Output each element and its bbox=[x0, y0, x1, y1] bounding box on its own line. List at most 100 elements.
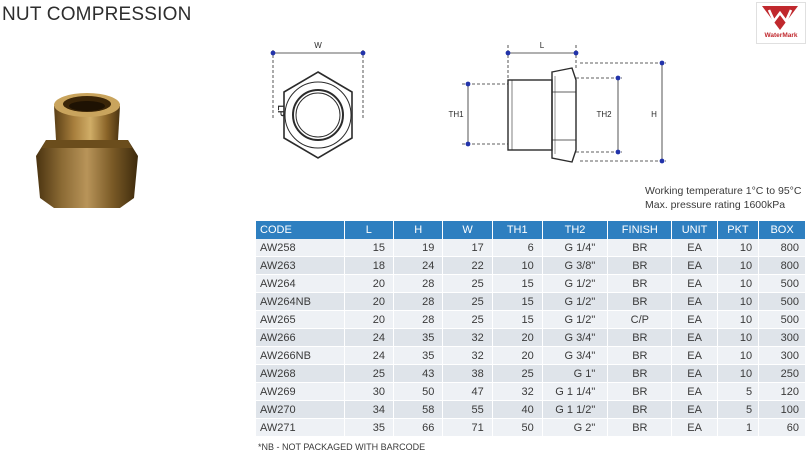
cell-h: 19 bbox=[394, 239, 444, 257]
cell-l: 20 bbox=[344, 293, 395, 311]
watermark-logo-text: WaterMark bbox=[764, 32, 798, 39]
cell-finish: BR bbox=[608, 419, 673, 437]
cell-h: 35 bbox=[394, 347, 444, 365]
page-title: NUT COMPRESSION bbox=[2, 4, 192, 25]
cell-finish: BR bbox=[608, 347, 673, 365]
cell-w: 47 bbox=[443, 383, 493, 401]
cell-finish: BR bbox=[608, 401, 673, 419]
cell-finish: BR bbox=[608, 257, 673, 275]
cell-l: 24 bbox=[344, 329, 395, 347]
cell-th1: 15 bbox=[492, 293, 543, 311]
cell-pkt: 10 bbox=[717, 257, 760, 275]
cell-th2: G 3/8" bbox=[542, 257, 609, 275]
cell-finish: BR bbox=[608, 239, 673, 257]
cell-finish: BR bbox=[608, 329, 673, 347]
cell-th1: 20 bbox=[492, 347, 543, 365]
cell-th2: G 3/4" bbox=[542, 329, 609, 347]
header-th2: TH2 bbox=[542, 221, 609, 239]
cell-code: AW271 bbox=[256, 419, 345, 437]
cell-box: 500 bbox=[759, 293, 806, 311]
header-th1: TH1 bbox=[492, 221, 543, 239]
cell-th2: G 1/2" bbox=[542, 311, 609, 329]
cell-unit: EA bbox=[672, 365, 718, 383]
cell-h: 66 bbox=[394, 419, 444, 437]
cell-th1: 10 bbox=[492, 257, 543, 275]
cell-l: 20 bbox=[344, 275, 395, 293]
cell-code: AW266NB bbox=[256, 347, 345, 365]
cell-pkt: 10 bbox=[717, 329, 760, 347]
cell-code: AW263 bbox=[256, 257, 345, 275]
cell-unit: EA bbox=[672, 401, 718, 419]
header-pkt: PKT bbox=[717, 221, 760, 239]
cell-th1: 20 bbox=[492, 329, 543, 347]
dimension-th2-label: TH2 bbox=[596, 110, 612, 119]
cell-h: 43 bbox=[394, 365, 444, 383]
working-temperature: Working temperature 1°C to 95°C bbox=[645, 185, 802, 197]
cell-w: 25 bbox=[443, 311, 493, 329]
cell-finish: BR bbox=[608, 383, 673, 401]
cell-th2: G 3/4" bbox=[542, 347, 609, 365]
dimension-h-label: H bbox=[651, 110, 657, 119]
cell-code: AW264 bbox=[256, 275, 345, 293]
cell-th1: 32 bbox=[492, 383, 543, 401]
cell-pkt: 10 bbox=[717, 275, 760, 293]
cell-w: 71 bbox=[443, 419, 493, 437]
cell-finish: BR bbox=[608, 293, 673, 311]
cell-code: AW264NB bbox=[256, 293, 345, 311]
cell-th2: G 1/2" bbox=[542, 275, 609, 293]
cell-box: 250 bbox=[759, 365, 806, 383]
cell-pkt: 5 bbox=[717, 401, 760, 419]
cell-box: 500 bbox=[759, 311, 806, 329]
table-header-row: CODE L H W TH1 TH2 FINISH UNIT PKT BOX bbox=[256, 221, 806, 239]
cell-box: 800 bbox=[759, 257, 806, 275]
max-pressure: Max. pressure rating 1600kPa bbox=[645, 199, 786, 211]
cell-code: AW270 bbox=[256, 401, 345, 419]
cell-th2: G 1/2" bbox=[542, 293, 609, 311]
cell-l: 24 bbox=[344, 347, 395, 365]
header-unit: UNIT bbox=[672, 221, 718, 239]
cell-unit: EA bbox=[672, 239, 718, 257]
cell-box: 500 bbox=[759, 275, 806, 293]
cell-l: 35 bbox=[344, 419, 395, 437]
watermark-w-icon bbox=[762, 6, 798, 30]
cell-code: AW265 bbox=[256, 311, 345, 329]
cell-box: 120 bbox=[759, 383, 806, 401]
cell-h: 28 bbox=[394, 293, 444, 311]
cell-l: 30 bbox=[344, 383, 395, 401]
cell-box: 60 bbox=[759, 419, 806, 437]
cell-h: 28 bbox=[394, 275, 444, 293]
product-photo bbox=[28, 78, 146, 215]
cell-l: 25 bbox=[344, 365, 395, 383]
front-view bbox=[283, 71, 353, 159]
cell-unit: EA bbox=[672, 347, 718, 365]
cell-w: 22 bbox=[443, 257, 493, 275]
footnote: *NB - NOT PACKAGED WITH BARCODE bbox=[258, 442, 426, 452]
cell-code: AW268 bbox=[256, 365, 345, 383]
cell-unit: EA bbox=[672, 293, 718, 311]
cell-l: 34 bbox=[344, 401, 395, 419]
cell-h: 28 bbox=[394, 311, 444, 329]
cell-th2: G 1" bbox=[542, 365, 609, 383]
cell-finish: BR bbox=[608, 365, 673, 383]
lp-marking: LP bbox=[276, 105, 286, 117]
cell-w: 25 bbox=[443, 275, 493, 293]
cell-w: 55 bbox=[443, 401, 493, 419]
header-finish: FINISH bbox=[608, 221, 673, 239]
cell-box: 100 bbox=[759, 401, 806, 419]
cell-h: 35 bbox=[394, 329, 444, 347]
cell-th1: 50 bbox=[492, 419, 543, 437]
cell-th2: G 2" bbox=[542, 419, 609, 437]
cell-box: 300 bbox=[759, 347, 806, 365]
cell-unit: EA bbox=[672, 383, 718, 401]
cell-th1: 15 bbox=[492, 311, 543, 329]
